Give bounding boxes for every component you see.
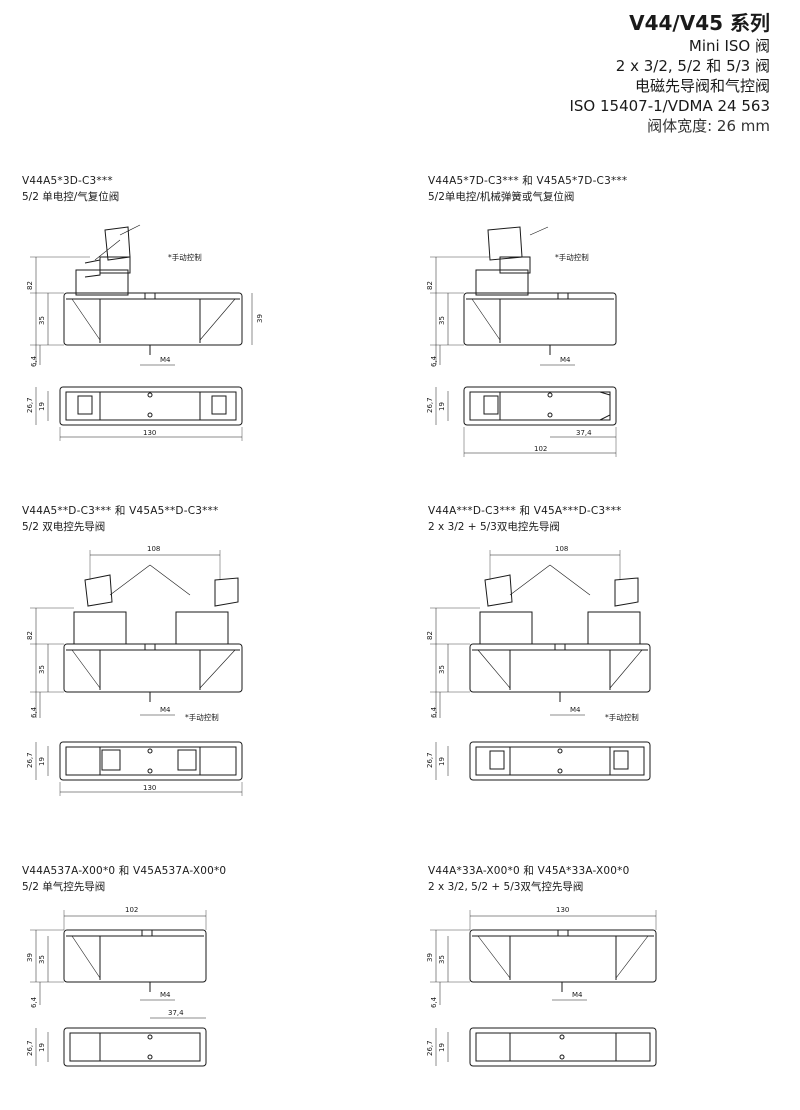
- drawing-1: 82 35 39 6,4 M4 *手动控制 26,7 19 130: [26, 224, 264, 441]
- dim-19: 19: [38, 1043, 46, 1052]
- dim-35: 35: [38, 665, 46, 674]
- section-description: 5/2 单电控/气复位阀: [22, 191, 120, 203]
- dim-82: 82: [26, 631, 34, 640]
- section-description: 5/2 单气控先导阀: [22, 881, 106, 893]
- section-code: V44A5**D-C3*** 和 V45A5**D-C3***: [22, 505, 219, 517]
- header-line-1: Mini ISO 阀: [688, 37, 770, 55]
- manual-override-note: *手动控制: [555, 252, 589, 262]
- dim-m4: M4: [160, 356, 171, 364]
- drawing-3: 108 82 35 6,4 M4 *手动控制 26,7 19 130: [26, 545, 243, 796]
- section-4: V44A***D-C3*** 和 V45A***D-C3*** 2 x 3/2 …: [428, 503, 800, 535]
- drawing-4: 108 82 35 6,4 M4 *手动控制 26,7 19: [426, 545, 651, 781]
- header-line-5: 阀体宽度: 26 mm: [647, 117, 770, 135]
- dim-39: 39: [26, 953, 34, 962]
- dim-26-7: 26,7: [26, 397, 34, 413]
- section-code: V44A5*7D-C3*** 和 V45A5*7D-C3***: [428, 175, 628, 187]
- dim-m4: M4: [572, 991, 583, 999]
- section-description: 2 x 3/2, 5/2 + 5/3双气控先导阀: [428, 881, 584, 893]
- dim-length: 130: [143, 784, 156, 792]
- manual-override-note: *手动控制: [185, 712, 219, 722]
- manual-override-note: *手动控制: [168, 252, 202, 262]
- dim-35: 35: [438, 316, 446, 325]
- dim-m4: M4: [160, 991, 171, 999]
- section-description: 2 x 3/2 + 5/3双电控先导阀: [428, 521, 560, 533]
- dim-37-4: 37,4: [576, 429, 592, 437]
- dim-26-7: 26,7: [426, 752, 434, 768]
- section-3: V44A5**D-C3*** 和 V45A5**D-C3*** 5/2 双电控先…: [22, 503, 402, 535]
- dim-19: 19: [438, 402, 446, 411]
- dim-6-4: 6,4: [430, 706, 438, 718]
- dim-35: 35: [38, 316, 46, 325]
- dim-m4: M4: [560, 356, 571, 364]
- dim-35: 35: [438, 955, 446, 964]
- section-1: V44A5*3D-C3*** 5/2 单电控/气复位阀: [22, 173, 402, 205]
- dim-26-7: 26,7: [26, 752, 34, 768]
- dim-26-7: 26,7: [426, 397, 434, 413]
- section-code: V44A5*3D-C3***: [22, 175, 113, 187]
- section-code: V44A***D-C3*** 和 V45A***D-C3***: [428, 505, 622, 517]
- drawing-2: 82 35 6,4 M4 *手动控制 26,7 19 37,4 102: [426, 226, 617, 457]
- dim-82: 82: [426, 281, 434, 290]
- dim-top-width: 102: [125, 906, 138, 914]
- header-line-3: 电磁先导阀和气控阀: [634, 77, 770, 95]
- dim-35: 35: [38, 955, 46, 964]
- dim-m4: M4: [570, 706, 581, 714]
- dim-length: 130: [143, 429, 156, 437]
- dim-37-4: 37,4: [168, 1009, 184, 1017]
- dim-6-4: 6,4: [30, 355, 38, 367]
- dim-39: 39: [426, 953, 434, 962]
- dim-39: 39: [256, 314, 264, 323]
- dim-top-width: 130: [556, 906, 569, 914]
- drawing-5: 102 39 35 6,4 M4 37,4 26,7 19: [26, 906, 207, 1067]
- dim-6-4: 6,4: [30, 996, 38, 1008]
- dim-length: 102: [534, 445, 547, 453]
- dim-82: 82: [26, 281, 34, 290]
- dim-6-4: 6,4: [430, 355, 438, 367]
- dim-82: 82: [426, 631, 434, 640]
- section-code: V44A537A-X00*0 和 V45A537A-X00*0: [22, 865, 227, 877]
- dim-top-width: 108: [555, 545, 568, 553]
- dim-m4: M4: [160, 706, 171, 714]
- page-header: V44/V45 系列 Mini ISO 阀 2 x 3/2, 5/2 和 5/3…: [569, 10, 770, 136]
- dim-35: 35: [438, 665, 446, 674]
- dim-19: 19: [38, 402, 46, 411]
- section-code: V44A*33A-X00*0 和 V45A*33A-X00*0: [428, 865, 630, 877]
- dim-6-4: 6,4: [430, 996, 438, 1008]
- section-2: V44A5*7D-C3*** 和 V45A5*7D-C3*** 5/2单电控/机…: [428, 173, 800, 205]
- header-line-4: ISO 15407-1/VDMA 24 563: [569, 97, 770, 115]
- series-title: V44/V45 系列: [629, 11, 770, 35]
- section-description: 5/2单电控/机械弹簧或气复位阀: [428, 191, 575, 203]
- dim-26-7: 26,7: [426, 1040, 434, 1056]
- section-description: 5/2 双电控先导阀: [22, 521, 106, 533]
- dim-6-4: 6,4: [30, 706, 38, 718]
- dim-26-7: 26,7: [26, 1040, 34, 1056]
- section-5: V44A537A-X00*0 和 V45A537A-X00*0 5/2 单气控先…: [22, 863, 402, 895]
- header-line-2: 2 x 3/2, 5/2 和 5/3 阀: [615, 57, 770, 75]
- dim-19: 19: [38, 757, 46, 766]
- dim-top-width: 108: [147, 545, 160, 553]
- manual-override-note: *手动控制: [605, 712, 639, 722]
- drawing-6: 130 39 35 6,4 M4 26,7 19: [426, 906, 657, 1067]
- dim-19: 19: [438, 1043, 446, 1052]
- dim-19: 19: [438, 757, 446, 766]
- section-6: V44A*33A-X00*0 和 V45A*33A-X00*0 2 x 3/2,…: [428, 863, 800, 895]
